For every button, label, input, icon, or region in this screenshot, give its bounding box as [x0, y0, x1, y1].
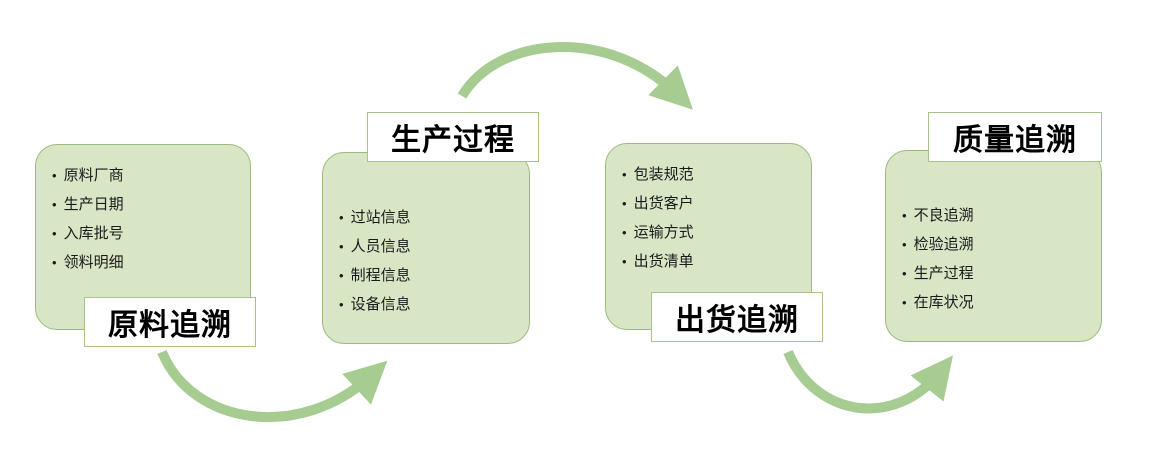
list-item: 生产过程: [902, 259, 1087, 288]
list-item: 过站信息: [339, 203, 515, 232]
list-item: 入库批号: [52, 219, 236, 248]
stage-item-list: 不良追溯 检验追溯 生产过程 在库状况: [886, 151, 1101, 317]
list-item: 出货客户: [622, 189, 797, 218]
list-item: 包装规范: [622, 160, 797, 189]
stage-title-raw-material: 原料追溯: [84, 297, 256, 347]
stage-title-shipment: 出货追溯: [651, 292, 823, 342]
list-item: 出货清单: [622, 247, 797, 276]
stage-box-raw-material: 原料厂商 生产日期 入库批号 领料明细: [35, 144, 251, 330]
stage-box-quality: 不良追溯 检验追溯 生产过程 在库状况: [885, 150, 1102, 342]
stage-box-production-process: 过站信息 人员信息 制程信息 设备信息: [322, 152, 530, 344]
list-item: 人员信息: [339, 232, 515, 261]
list-item: 制程信息: [339, 261, 515, 290]
stage-title-quality: 质量追溯: [928, 112, 1102, 162]
stage-item-list: 原料厂商 生产日期 入库批号 领料明细: [36, 145, 250, 277]
curved-arrow-icon: [457, 42, 693, 110]
list-item: 生产日期: [52, 190, 236, 219]
stage-item-list: 包装规范 出货客户 运输方式 出货清单: [606, 144, 811, 276]
stage-item-list: 过站信息 人员信息 制程信息 设备信息: [323, 153, 529, 319]
list-item: 设备信息: [339, 290, 515, 319]
list-item: 在库状况: [902, 288, 1087, 317]
list-item: 原料厂商: [52, 161, 236, 190]
curved-arrow-icon: [157, 349, 388, 422]
list-item: 领料明细: [52, 248, 236, 277]
list-item: 检验追溯: [902, 230, 1087, 259]
list-item: 运输方式: [622, 218, 797, 247]
list-item: 不良追溯: [902, 201, 1087, 230]
curved-arrow-icon: [783, 349, 953, 414]
stage-title-production-process: 生产过程: [367, 112, 539, 162]
